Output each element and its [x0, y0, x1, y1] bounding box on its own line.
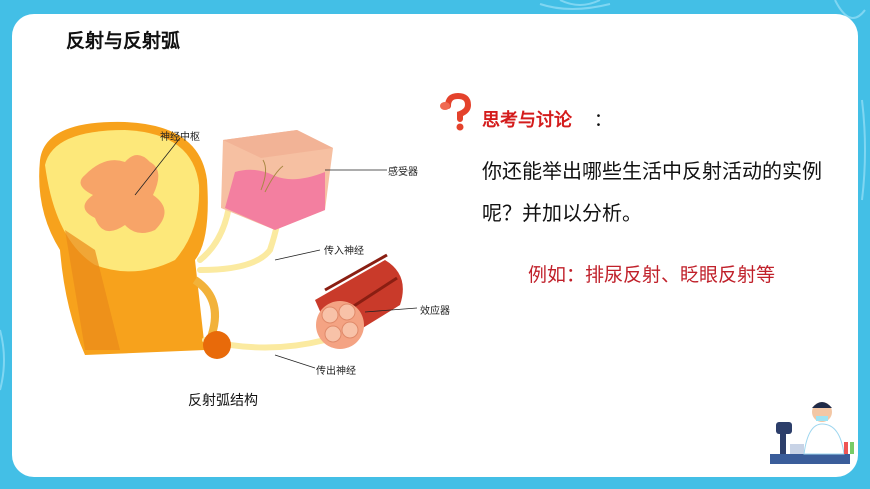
muscle-effector — [315, 253, 403, 349]
diagram-caption: 反射弧结构 — [188, 393, 258, 409]
label-efferent-nerve: 传出神经 — [316, 366, 356, 377]
discussion-heading: 思考与讨论 — [482, 110, 572, 131]
label-nerve-center: 神经中枢 — [160, 132, 200, 143]
scientist-illustration — [770, 402, 854, 464]
discussion-question: 你还能举出哪些生活中反射活动的实例呢？并加以分析。 — [482, 159, 822, 225]
label-receptor: 感受器 — [388, 167, 418, 178]
slide-title: 反射与反射弧 — [66, 30, 181, 52]
label-afferent-nerve: 传入神经 — [324, 246, 364, 257]
discussion-answer: 例如：排尿反射、眨眼反射等 — [528, 264, 776, 286]
discussion-colon: ： — [594, 110, 612, 131]
skin-receptor — [221, 130, 333, 230]
label-effector: 效应器 — [420, 306, 450, 317]
reflex-arc-diagram — [39, 121, 418, 369]
question-mark-icon — [440, 92, 472, 131]
spinal-cord — [39, 121, 208, 356]
